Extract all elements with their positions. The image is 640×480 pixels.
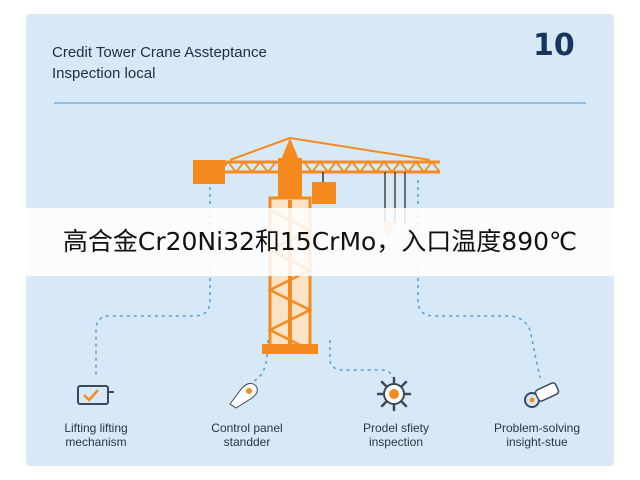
caption-text: 高合金Cr20Ni32和15CrMo，入口温度890℃ <box>62 227 578 256</box>
key-icon <box>524 382 560 408</box>
step-label-problem-solving: Problem-solving insight-stue <box>493 421 581 449</box>
hanging-block <box>312 182 336 204</box>
caption-overlay <box>0 208 640 276</box>
control-panel-icon <box>229 382 258 409</box>
counterweight <box>193 160 225 184</box>
step-label-safety: Prodel sfiety inspection <box>362 421 430 449</box>
dashed-connectors <box>95 180 541 387</box>
page-title: Credit Tower Crane Assteptance Inspectio… <box>52 44 267 82</box>
step-number: 10 <box>533 28 575 63</box>
title-divider <box>54 102 586 104</box>
crane-top <box>229 137 431 198</box>
step-label-lifting: Lifting lifting mechanism <box>64 421 128 449</box>
gear-icon <box>376 376 412 412</box>
crane-jib <box>219 160 441 174</box>
step-label-control-panel: Control panel standder <box>211 421 283 449</box>
lifting-mechanism-icon <box>77 385 114 405</box>
